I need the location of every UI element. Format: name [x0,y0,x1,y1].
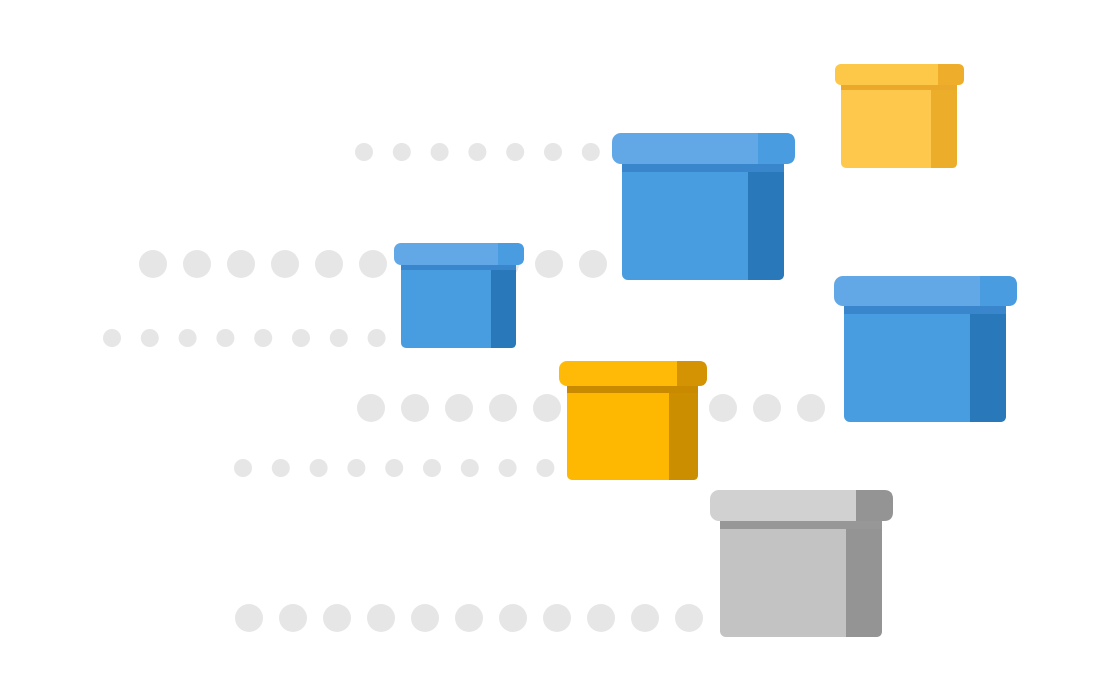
trail-dot [139,250,167,278]
trail-dot [103,329,121,347]
trail-dot [279,604,307,632]
trail-dot [329,329,348,347]
trail-dot [355,143,373,161]
box-lid [559,361,707,386]
box-body-side-shade [931,84,957,168]
trail-dot [536,459,555,477]
box-body [401,264,516,348]
box-lid-side-shade [498,243,524,265]
trail-dot [499,604,527,632]
trail-dot [357,394,385,422]
trail-dot [367,329,386,347]
box-blue-1 [394,243,524,348]
box-lid [612,133,795,164]
trail-dot [544,143,562,161]
box-lid-side-shade [856,490,893,521]
trail-dot [411,604,439,632]
trail-dot [675,604,703,632]
trail-dot [183,250,211,278]
trail-dot [753,394,781,422]
box-blue-3 [612,133,795,280]
trail-dot [235,604,263,632]
trail-dot [323,604,351,632]
trail-dot [581,143,600,161]
trail-dot [468,143,487,161]
trail-dot [359,250,387,278]
box-lid-shadow [401,264,516,270]
box-lid-side-shade [677,361,707,386]
trail-dot [140,329,159,347]
box-body [720,520,882,637]
trail-dot [392,143,411,161]
box-lid-shadow [841,84,957,90]
box-body [622,163,784,280]
trail-dot [430,143,449,161]
trail-dot [543,604,571,632]
box-body [844,306,1006,422]
box-lid [834,276,1017,306]
trail-dot [178,329,197,347]
box-lid-side-shade [980,276,1017,306]
box-lid-shadow [720,520,882,529]
box-body [841,84,957,168]
trail-dot [631,604,659,632]
trail-dot [401,394,429,422]
trail-dot [535,250,563,278]
trail-dot [533,394,561,422]
trail-dot [587,604,615,632]
box-yellow-2 [835,64,964,168]
box-body-side-shade [970,306,1006,422]
trail-dot [445,394,473,422]
box-body-side-shade [491,264,516,348]
trail-dot [489,394,517,422]
trail-dot [498,459,517,477]
box-lid-shadow [567,386,698,393]
box-body [567,386,698,480]
box-lid-shadow [844,306,1006,314]
trail-dot [271,250,299,278]
box-lid [835,64,964,85]
boxes-group [394,64,1017,637]
trail-dot [709,394,737,422]
box-lid-shadow [622,163,784,172]
trail-dot [347,459,366,477]
motion-trail-6 [235,604,703,632]
trail-dot [234,459,252,477]
trail-dot [254,329,273,347]
box-body-side-shade [846,520,882,637]
box-blue-4 [834,276,1017,422]
trail-dot [506,143,525,161]
trail-dot [797,394,825,422]
box-lid [710,490,893,521]
box-body-side-shade [669,386,698,480]
trail-dot [455,604,483,632]
trail-dot [385,459,404,477]
box-gray-6 [710,490,893,637]
box-lid-side-shade [758,133,795,164]
trail-dot [309,459,328,477]
trail-dot [227,250,255,278]
trail-dot [367,604,395,632]
motion-trail-2 [139,250,607,278]
trail-dot [271,459,290,477]
motion-trail-5 [234,459,555,477]
trail-dot [315,250,343,278]
motion-trail-3 [103,329,386,347]
box-body-side-shade [748,163,784,280]
trail-dot [460,459,479,477]
trail-dot [579,250,607,278]
box-lid [394,243,524,265]
trail-dot [423,459,441,477]
trail-dot [216,329,235,347]
trail-dot [292,329,310,347]
box-lid-side-shade [938,64,964,85]
box-amber-5 [559,361,707,480]
